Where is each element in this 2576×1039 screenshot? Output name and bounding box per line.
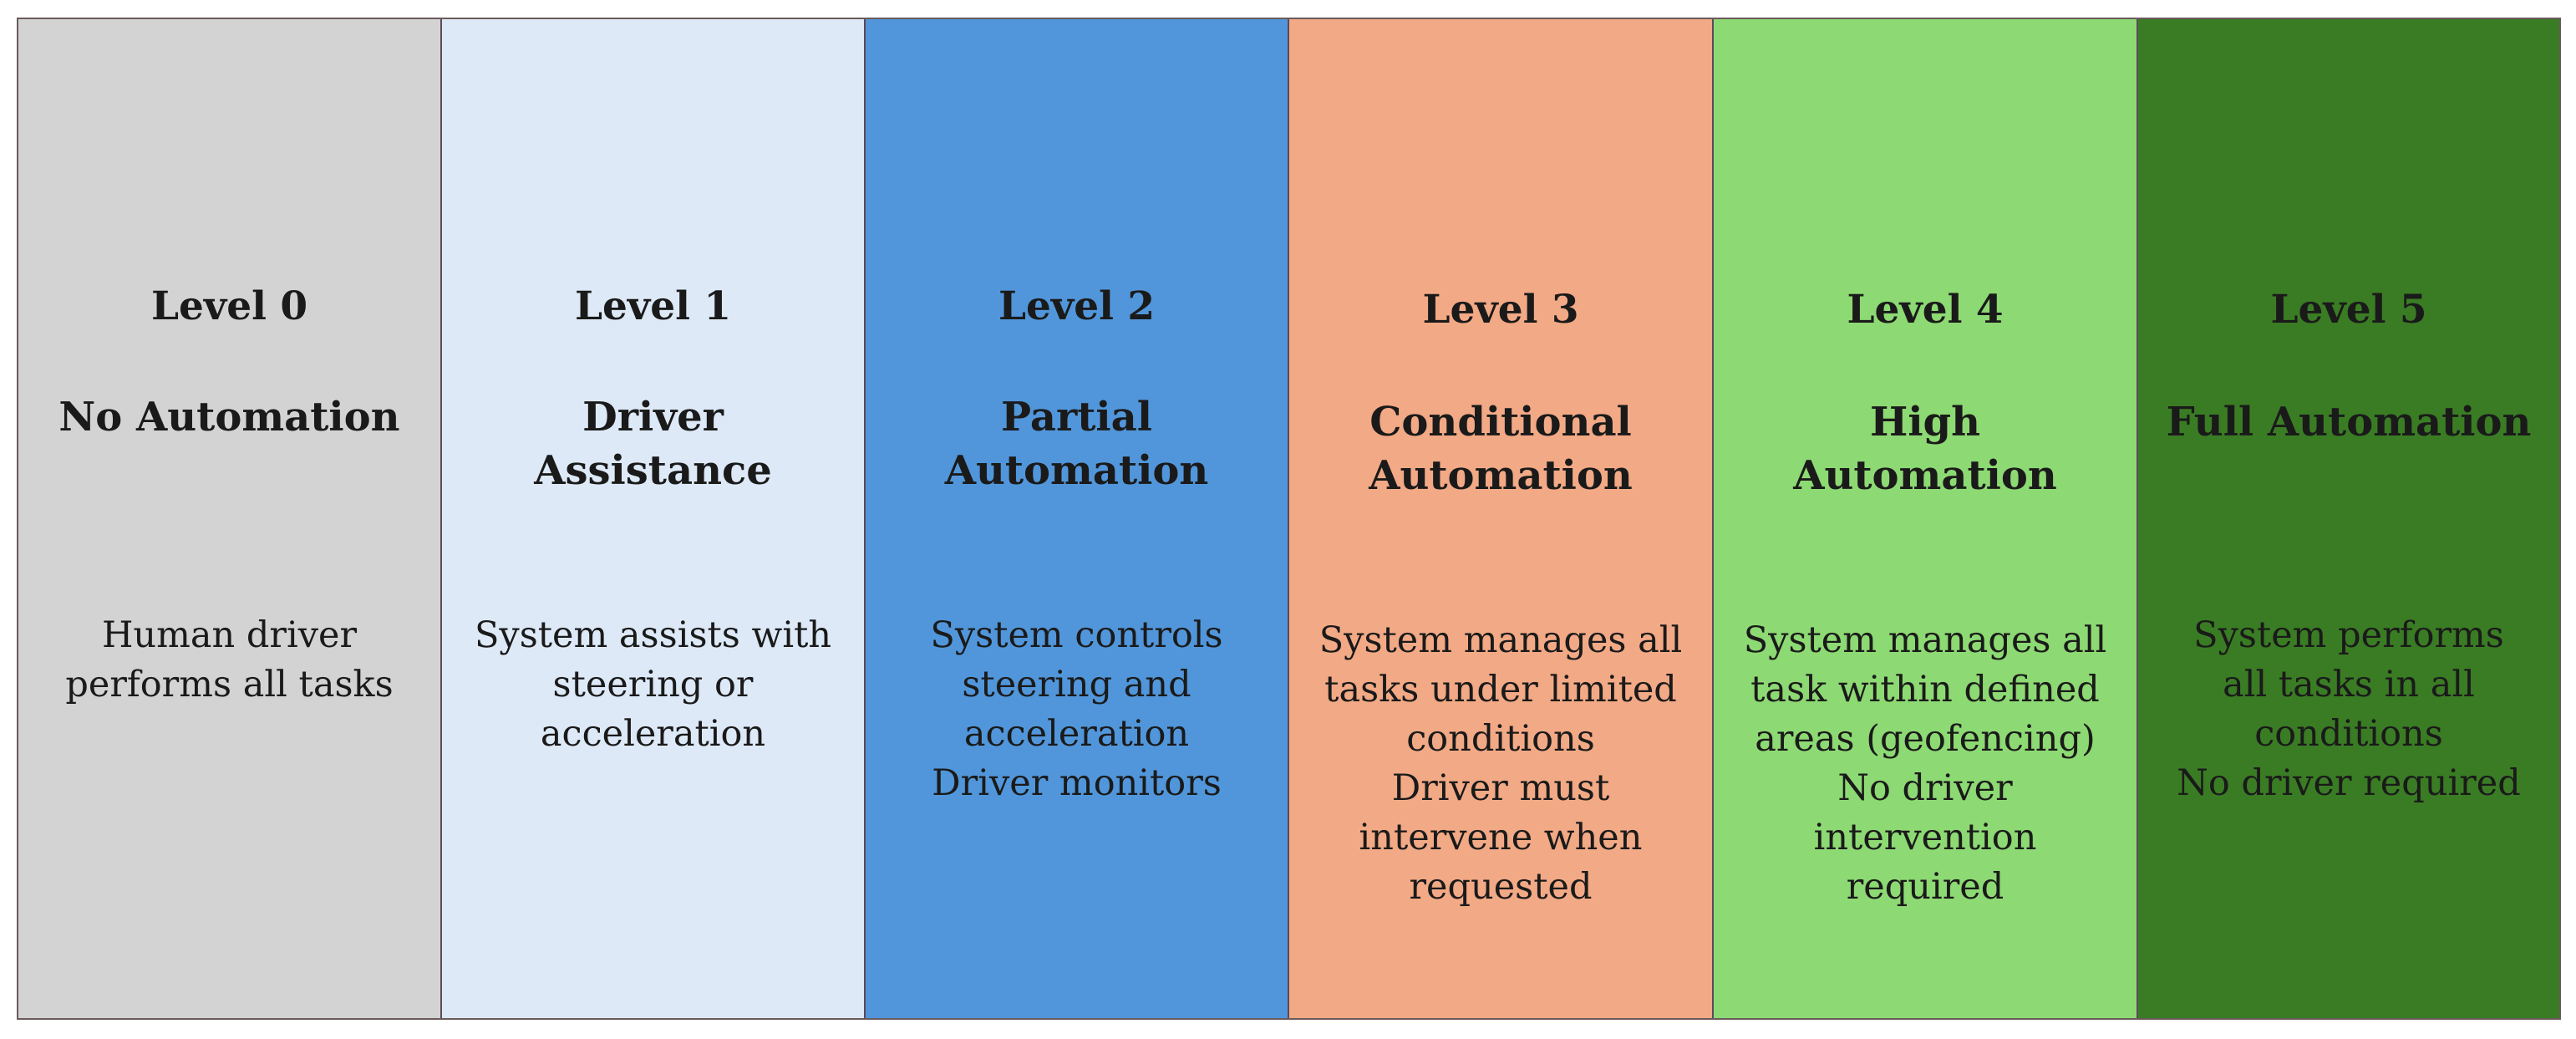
level-3-name: Conditional Automation bbox=[1289, 395, 1712, 502]
level-3-name-line: Automation bbox=[1369, 452, 1633, 499]
level-5-title: Level 5 bbox=[2270, 287, 2427, 333]
level-4-desc-line: task within defined bbox=[1750, 669, 2100, 710]
level-2-desc-line: System controls bbox=[930, 614, 1223, 656]
level-1-name-line: Assistance bbox=[534, 447, 772, 494]
level-3-desc-line: requested bbox=[1409, 866, 1593, 908]
level-4-name-line: High bbox=[1869, 399, 1981, 446]
level-3-desc-line: System manages all bbox=[1318, 619, 1683, 661]
level-5-description: System performs all tasks in all conditi… bbox=[2147, 611, 2551, 808]
level-4-desc-line: intervention bbox=[1813, 817, 2037, 858]
level-2-desc-line: Driver monitors bbox=[932, 762, 1222, 804]
level-1-name: Driver Assistance bbox=[442, 390, 864, 497]
level-4-name: High Automation bbox=[1714, 395, 2137, 502]
level-0-desc-line: Human driver bbox=[101, 614, 358, 656]
level-2-name: Partial Automation bbox=[866, 390, 1288, 497]
level-2-name-line: Partial bbox=[1001, 394, 1152, 441]
level-0-title: Level 0 bbox=[150, 283, 308, 329]
level-5-name: Full Automation bbox=[2166, 399, 2532, 446]
level-1-title: Level 1 bbox=[574, 283, 732, 329]
level-3-description: System manages all tasks under limited c… bbox=[1298, 616, 1704, 912]
level-3-title: Level 3 bbox=[1422, 287, 1579, 333]
level-1-desc-line: System assists with bbox=[474, 614, 832, 656]
level-0-column: Level 0 No Automation Human driver perfo… bbox=[18, 19, 442, 1018]
level-3-desc-line: tasks under limited bbox=[1324, 669, 1677, 710]
level-1-desc-line: steering or bbox=[552, 664, 754, 705]
level-1-name-line: Driver bbox=[582, 394, 724, 441]
level-2-title: Level 2 bbox=[998, 283, 1156, 329]
level-1-column: Level 1 Driver Assistance System assists… bbox=[442, 19, 866, 1018]
level-2-name-line: Automation bbox=[944, 447, 1209, 494]
level-5-desc-line: System performs bbox=[2193, 614, 2504, 656]
level-4-desc-line: System manages all bbox=[1743, 619, 2107, 661]
level-3-desc-line: conditions bbox=[1406, 718, 1595, 760]
level-2-column: Level 2 Partial Automation System contro… bbox=[866, 19, 1289, 1018]
level-2-desc-line: acceleration bbox=[963, 713, 1190, 755]
level-4-desc-line: areas (geofencing) bbox=[1755, 718, 2096, 760]
level-0-desc-line: performs all tasks bbox=[65, 664, 394, 705]
level-2-desc-line: steering and bbox=[962, 664, 1191, 705]
level-2-description: System controls steering and acceleratio… bbox=[874, 611, 1279, 808]
level-3-desc-line: Driver must bbox=[1391, 767, 1610, 809]
level-5-desc-line: all tasks in all bbox=[2223, 664, 2475, 705]
level-4-desc-line: required bbox=[1846, 866, 2004, 908]
level-1-description: System assists with steering or accelera… bbox=[450, 611, 856, 759]
level-5-column: Level 5 Full Automation System performs … bbox=[2138, 19, 2559, 1018]
level-4-desc-line: No driver bbox=[1837, 767, 2013, 809]
level-4-name-line: Automation bbox=[1793, 452, 2057, 499]
level-3-name-line: Conditional bbox=[1369, 399, 1632, 446]
level-0-description: Human driver performs all tasks bbox=[27, 611, 432, 710]
automation-levels-diagram: Level 0 No Automation Human driver perfo… bbox=[17, 18, 2561, 1020]
level-3-desc-line: intervene when bbox=[1359, 817, 1643, 858]
level-4-title: Level 4 bbox=[1847, 287, 2004, 333]
level-0-name: No Automation bbox=[58, 394, 400, 441]
level-5-desc-line: No driver required bbox=[2177, 762, 2521, 804]
level-4-column: Level 4 High Automation System manages a… bbox=[1714, 19, 2138, 1018]
level-1-desc-line: acceleration bbox=[540, 713, 766, 755]
level-3-column: Level 3 Conditional Automation System ma… bbox=[1289, 19, 1714, 1018]
level-5-desc-line: conditions bbox=[2254, 713, 2443, 755]
level-4-description: System manages all task within defined a… bbox=[1722, 616, 2128, 912]
